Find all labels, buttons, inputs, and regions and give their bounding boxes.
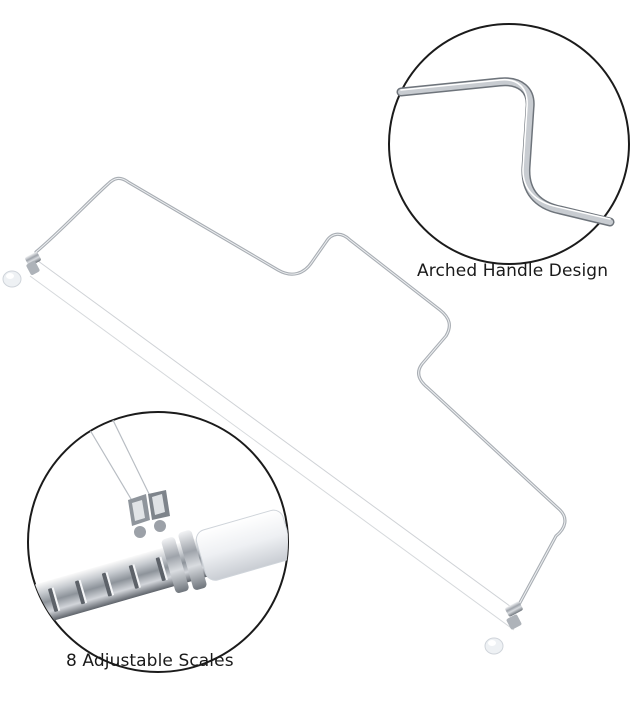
handle-zoom-wire [398, 78, 613, 225]
scale-notches [48, 557, 166, 612]
left-end-clip [25, 252, 41, 275]
handle-zoom-wire-highlight [400, 79, 611, 220]
cutting-wire-bottom [29, 275, 515, 631]
handle-zoom-callout [388, 23, 630, 265]
handle-cap [195, 509, 288, 581]
wire-clips [128, 490, 170, 538]
cutting-wire-top [33, 257, 519, 613]
zoom-wire-1 [83, 419, 135, 505]
scales-zoom-callout [27, 411, 289, 673]
scale-collar-2 [178, 530, 207, 590]
handle-caption: Arched Handle Design [417, 261, 609, 281]
right-foot [484, 637, 504, 655]
frame-wire-highlight [35, 177, 566, 611]
scale-collar-1 [161, 537, 189, 593]
left-foot [2, 270, 22, 288]
leveler-frame [2, 176, 567, 655]
handle-zoom-circle [388, 23, 630, 265]
right-end-clip [505, 601, 523, 630]
scales-caption: 8 Adjustable Scales [66, 651, 234, 671]
zoom-wire-2 [109, 413, 153, 501]
